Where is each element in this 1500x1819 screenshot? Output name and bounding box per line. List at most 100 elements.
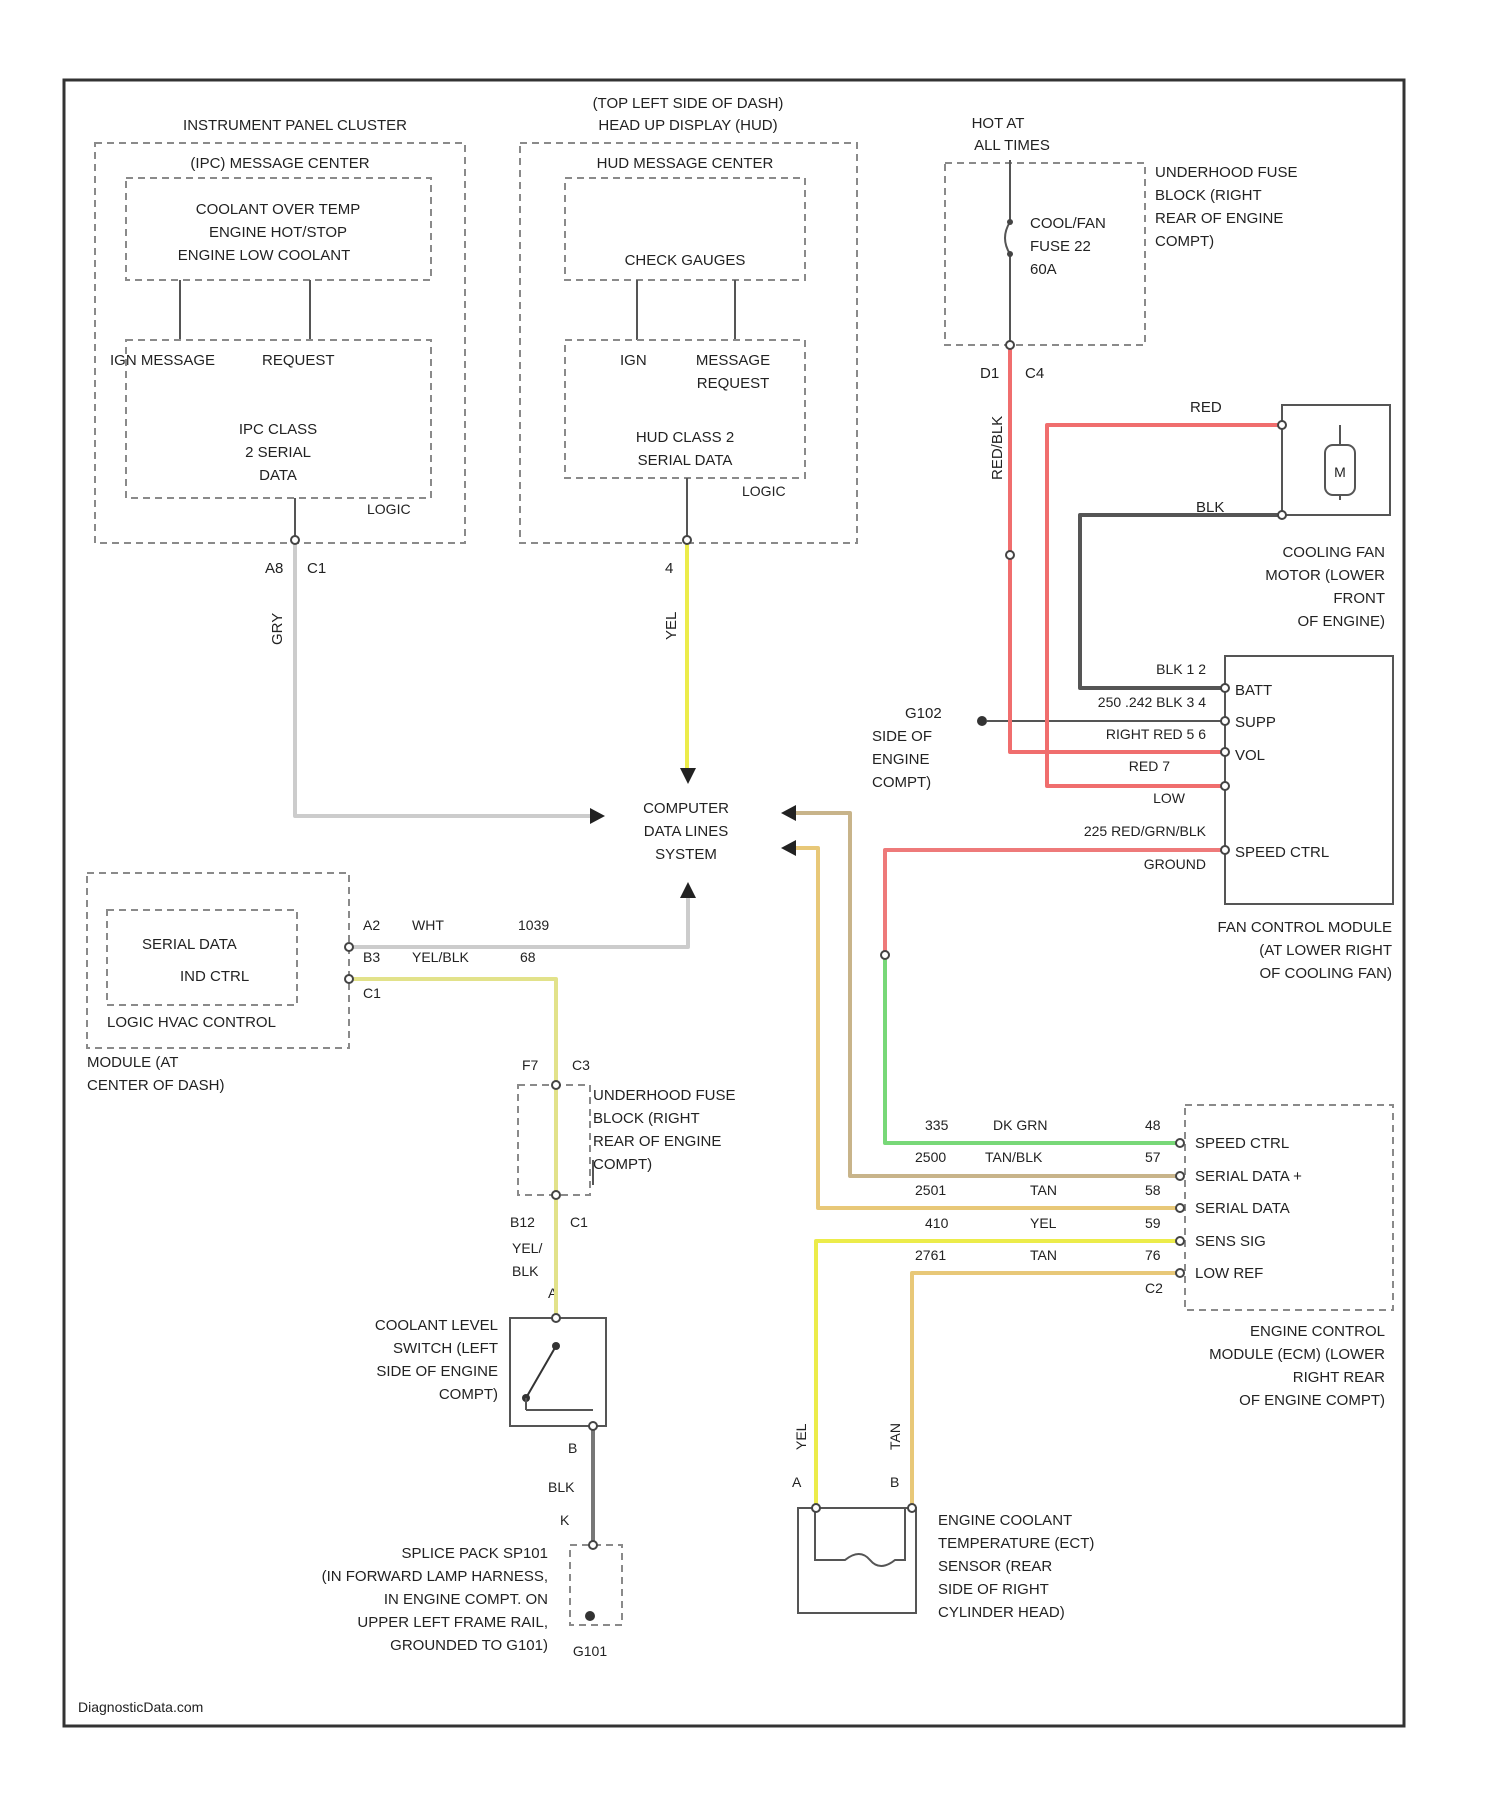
hud-pin: 4 — [665, 560, 673, 577]
ipc-module: INSTRUMENT PANEL CLUSTER (IPC) MESSAGE C… — [95, 117, 465, 645]
terminal-9 — [345, 975, 353, 983]
hvac-serial: SERIAL DATA — [142, 936, 237, 953]
terminal-20 — [812, 1504, 820, 1512]
ecm-pin-2: SERIAL DATA + — [1195, 1168, 1302, 1185]
hvac-ind: IND CTRL — [180, 968, 249, 985]
fuse-mid-wire-1: YEL/ — [512, 1240, 542, 1256]
fuse-mid-bot-pin: B12 — [510, 1214, 535, 1230]
fan-label-4: OF ENGINE) — [1297, 613, 1385, 630]
ipc-wire-label: GRY — [269, 613, 286, 645]
terminal-8 — [345, 943, 353, 951]
ipc-conn: C1 — [307, 560, 326, 577]
fuse-top-block-1: UNDERHOOD FUSE — [1155, 164, 1298, 181]
ecm-pin-3: SERIAL DATA — [1195, 1200, 1290, 1217]
hud-msg-req-2: REQUEST — [697, 375, 770, 392]
ipc-msg-line-3: ENGINE LOW COOLANT — [178, 247, 351, 264]
hot-at-2: ALL TIMES — [974, 137, 1050, 154]
hud-serial-2: SERIAL DATA — [638, 452, 733, 469]
ecm-pin-4: SENS SIG — [1195, 1233, 1266, 1250]
fcm-pin-vol: VOL — [1235, 747, 1265, 764]
ecm-pin-1: SPEED CTRL — [1195, 1135, 1289, 1152]
engine-control-module: SPEED CTRL SERIAL DATA + SERIAL DATA SEN… — [915, 1105, 1393, 1409]
fan-label-2: MOTOR (LOWER — [1265, 567, 1385, 584]
ecm-wire-color-1: DK GRN — [993, 1117, 1047, 1133]
terminal-11 — [552, 1191, 560, 1199]
switch-label-2: SWITCH (LEFT — [393, 1340, 498, 1357]
terminal-15 — [1176, 1139, 1184, 1147]
hvac-color-bot: YEL/BLK — [412, 949, 469, 965]
ecm-wire-color-5: TAN — [1030, 1247, 1057, 1263]
wire-ecm-speed — [885, 955, 1180, 1143]
ground-dot — [977, 716, 987, 726]
ipc-logic: LOGIC — [367, 501, 411, 517]
ecm-wire-num-1: 335 — [925, 1117, 949, 1133]
hvac-pin-top: A2 — [363, 917, 380, 933]
ect-label-1: ENGINE COOLANT — [938, 1512, 1072, 1529]
ect-label-2: TEMPERATURE (ECT) — [938, 1535, 1094, 1552]
ect-label-3: SENSOR (REAR — [938, 1558, 1052, 1575]
ecm-label-4: OF ENGINE COMPT) — [1239, 1392, 1385, 1409]
terminal-17 — [1176, 1204, 1184, 1212]
ecm-conn: C2 — [1145, 1280, 1163, 1296]
fcm-pin-supp: SUPP — [1235, 714, 1276, 731]
fan-label-3: FRONT — [1333, 590, 1385, 607]
terminal-19 — [1176, 1269, 1184, 1277]
computer-data-lines: COMPUTER DATA LINES SYSTEM — [643, 800, 729, 863]
ect-wire-a: YEL — [793, 1423, 809, 1450]
fuse-mid-3: REAR OF ENGINE — [593, 1133, 721, 1150]
ipc-subtitle: (IPC) MESSAGE CENTER — [190, 155, 369, 172]
fuse-top-line-2: FUSE 22 — [1030, 238, 1091, 255]
switch-wire-blk: BLK — [548, 1479, 575, 1495]
fuse-mid-wire-2: BLK — [512, 1263, 539, 1279]
fuse-mid-2: BLOCK (RIGHT — [593, 1110, 700, 1127]
fcm-wire-2: 250 .242 BLK 3 4 — [1098, 694, 1206, 710]
wire-ecm-serial-plus — [796, 813, 1180, 1176]
fuse-top-block-3: REAR OF ENGINE — [1155, 210, 1283, 227]
hvac-module: SERIAL DATA IND CTRL LOGIC HVAC CONTROL … — [87, 873, 549, 1094]
hud-msg-req-1: MESSAGE — [696, 352, 770, 369]
hvac-logic: LOGIC HVAC CONTROL — [107, 1014, 276, 1031]
terminal-12 — [552, 1314, 560, 1322]
fuse-top-line-1: COOL/FAN — [1030, 215, 1106, 232]
motor-m: M — [1334, 464, 1346, 480]
terminal-22 — [1278, 421, 1286, 429]
terminal-21 — [908, 1504, 916, 1512]
terminal-24 — [881, 951, 889, 959]
fcm-pin-batt: BATT — [1235, 682, 1272, 699]
arrow-ipc — [590, 808, 605, 824]
hvac-module-1: MODULE (AT — [87, 1054, 178, 1071]
splice-3: IN ENGINE COMPT. ON — [384, 1591, 548, 1608]
fuse-top-pin: D1 — [980, 365, 999, 382]
terminal-18 — [1176, 1237, 1184, 1245]
ecm-wire-num-4: 410 — [925, 1215, 949, 1231]
fuse-mid-1: UNDERHOOD FUSE — [593, 1087, 736, 1104]
hud-logic: LOGIC — [742, 483, 786, 499]
switch-label-4: COMPT) — [439, 1386, 498, 1403]
ipc-msg-line-1: COOLANT OVER TEMP — [196, 201, 360, 218]
fuse-mid-4: COMPT) — [593, 1156, 652, 1173]
ect-label-5: CYLINDER HEAD) — [938, 1604, 1065, 1621]
hvac-pin-bot: B3 — [363, 949, 380, 965]
hud-check-gauges: CHECK GAUGES — [625, 252, 746, 269]
coolant-level-switch: A B COOLANT LEVEL SWITCH (LEFT SIDE OF E… — [375, 1285, 606, 1495]
hvac-num-top: 1039 — [518, 917, 549, 933]
ecm-num-4: 59 — [1145, 1215, 1161, 1231]
hud-wire-label: YEL — [663, 612, 680, 640]
switch-label-1: COOLANT LEVEL — [375, 1317, 498, 1334]
terminal-25 — [1006, 551, 1014, 559]
terminal-10 — [552, 1081, 560, 1089]
ipc-serial-1: IPC CLASS — [239, 421, 317, 438]
wire-ecm-sens — [816, 1241, 1180, 1508]
ecm-wire-num-2: 2500 — [915, 1149, 946, 1165]
fcm-pin-speed: SPEED CTRL — [1235, 844, 1329, 861]
hud-ign: IGN — [620, 352, 647, 369]
ecm-num-2: 57 — [1145, 1149, 1161, 1165]
ipc-serial-3: DATA — [259, 467, 297, 484]
cdl-2: DATA LINES — [644, 823, 728, 840]
terminal-3 — [1221, 684, 1229, 692]
ect-sensor: A B YEL TAN ENGINE COOLANT TEMPERATURE (… — [792, 1423, 1094, 1621]
splice-outline — [570, 1545, 622, 1625]
ecm-wire-color-2: TAN/BLK — [985, 1149, 1043, 1165]
